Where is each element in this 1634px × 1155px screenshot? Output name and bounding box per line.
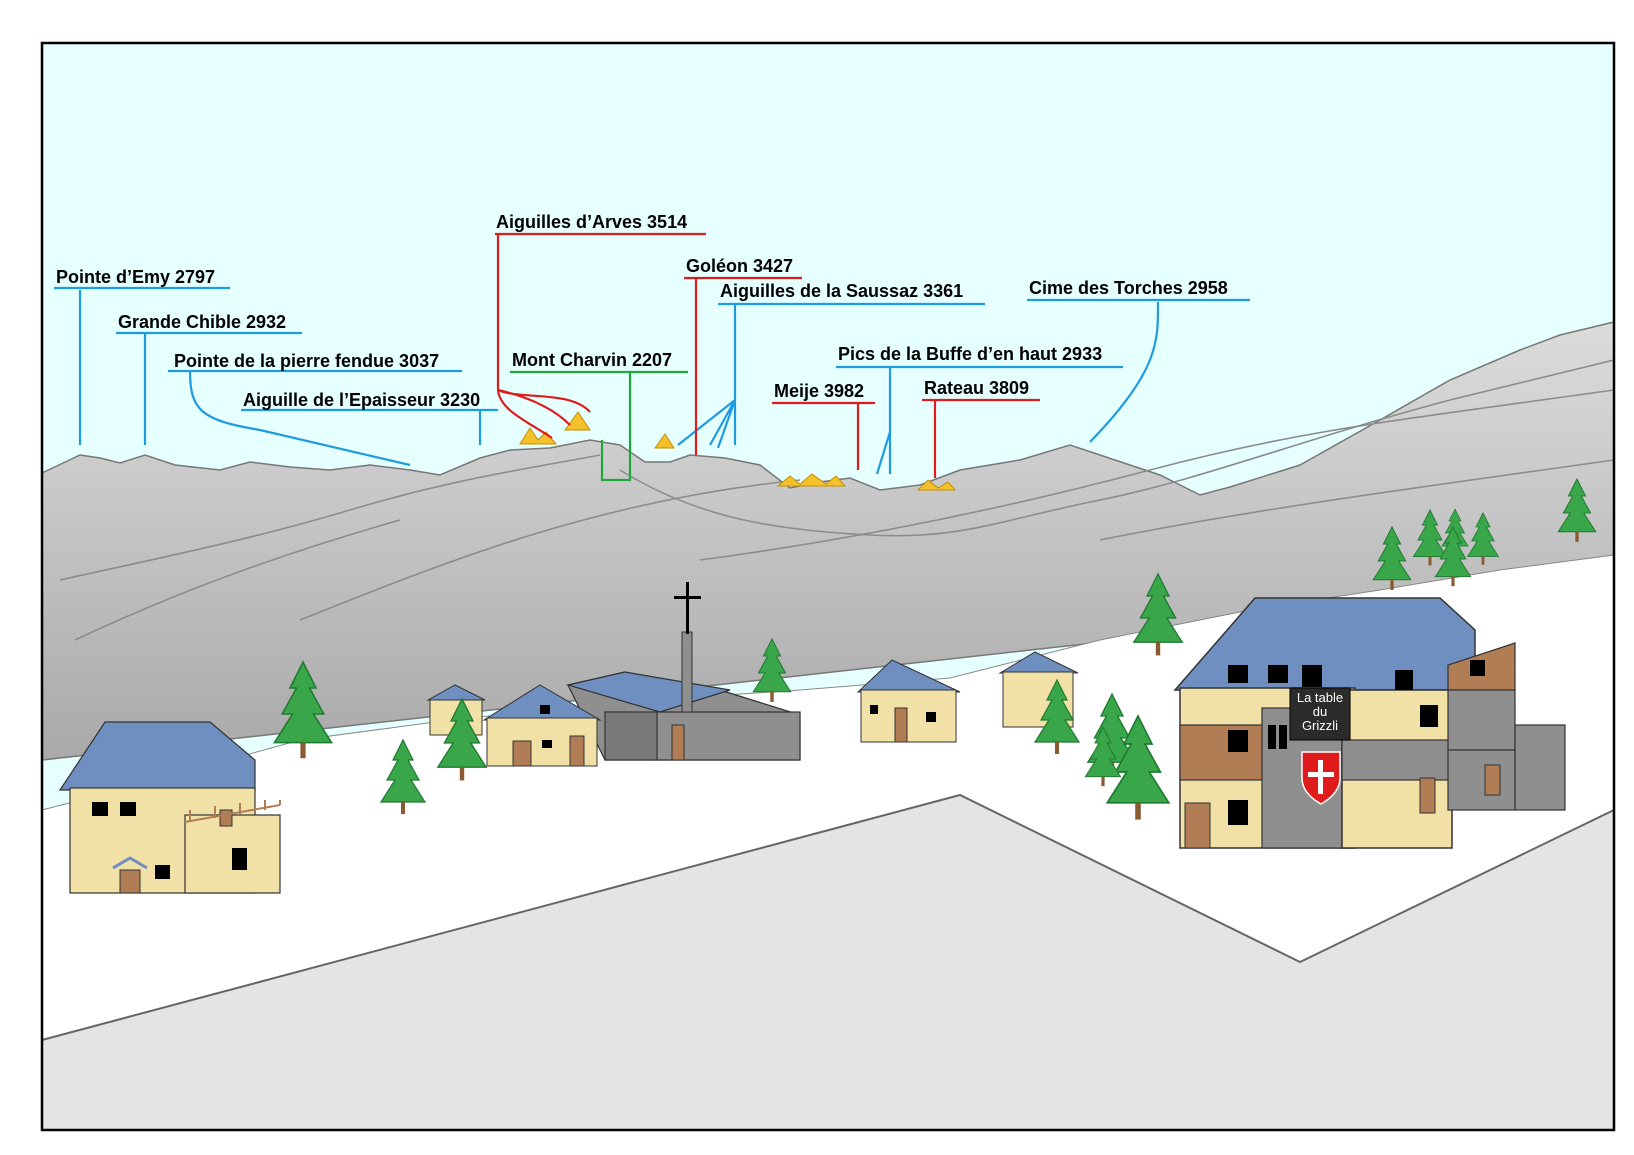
restaurant-sign-line3: Grizzli bbox=[1302, 718, 1338, 733]
chalet-small-2 bbox=[482, 684, 602, 767]
leader-lines bbox=[78, 235, 1160, 482]
label-pointe-demy: Pointe d’Emy 2797 bbox=[56, 267, 215, 287]
label-aiguille-epaisseur: Aiguille de l’Epaisseur 3230 bbox=[243, 390, 480, 410]
savoie-shield-icon bbox=[1301, 751, 1341, 805]
peak-highlights bbox=[519, 411, 957, 491]
label-goleon: Goléon 3427 bbox=[686, 256, 793, 276]
label-pointe-pierre-fendue: Pointe de la pierre fendue 3037 bbox=[174, 351, 439, 371]
label-grande-chible: Grande Chible 2932 bbox=[118, 312, 286, 332]
church bbox=[565, 582, 801, 761]
label-cime-des-torches: Cime des Torches 2958 bbox=[1029, 278, 1228, 298]
chalet-left bbox=[58, 721, 281, 894]
label-underlines bbox=[54, 232, 1250, 412]
frame-border bbox=[40, 41, 1616, 1132]
label-aiguilles-darves: Aiguilles d’Arves 3514 bbox=[496, 212, 687, 232]
label-aiguilles-saussaz: Aiguilles de la Saussaz 3361 bbox=[720, 281, 963, 301]
restaurant-building: La table du Grizzli bbox=[1173, 597, 1566, 849]
label-rateau: Rateau 3809 bbox=[924, 378, 1029, 398]
restaurant-sign-line1: La table bbox=[1297, 690, 1343, 705]
cross-icon bbox=[674, 582, 701, 634]
label-mont-charvin: Mont Charvin 2207 bbox=[512, 350, 672, 370]
chalet-middle bbox=[856, 659, 961, 743]
label-pics-buffe: Pics de la Buffe d’en haut 2933 bbox=[838, 344, 1102, 364]
ridge-lines bbox=[59, 359, 1615, 641]
restaurant-sign-line2: du bbox=[1313, 704, 1327, 719]
label-meije: Meije 3982 bbox=[774, 381, 864, 401]
